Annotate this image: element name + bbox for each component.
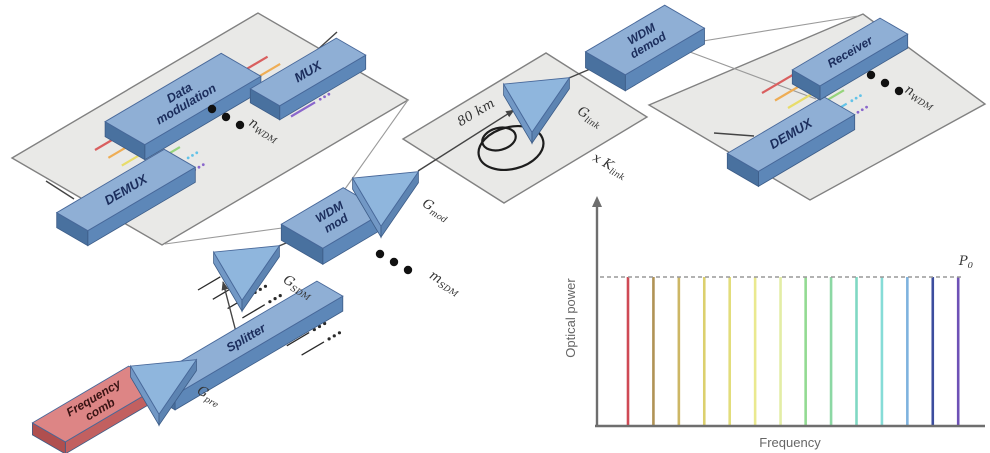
y-axis-label: Optical power [563, 278, 578, 358]
splitter-output-dot [327, 337, 331, 341]
receiver-block-top-face [791, 17, 909, 87]
wdm-channel-line [290, 101, 316, 118]
wdm-ellipsis-dot [318, 97, 322, 101]
wdm-ellipsis-dot [860, 108, 864, 112]
wdm-ellipsis-dot [854, 96, 858, 100]
demux-right-block: DEMUX [726, 96, 856, 188]
splitter-output-line [197, 276, 221, 291]
wdm-ellipsis-dot [191, 153, 194, 157]
amplifier-gmod-top-face [351, 171, 420, 228]
amplifier-glink [502, 76, 571, 145]
zoom-line [689, 51, 817, 100]
ellipsis-dot [235, 120, 245, 130]
gmod-label: Gmod [418, 196, 452, 226]
device-blocks: DEMUXDatamodulationMUXSplitterWDMmodWDMd… [31, 4, 909, 453]
demux-left-block-top-face [55, 148, 197, 232]
panel-to-demux-right-line [713, 132, 755, 137]
nwdm-left-dots [207, 104, 245, 130]
comb-lines [626, 277, 960, 425]
wdm-ellipsis-dot [865, 105, 868, 109]
splitter-output-dot [268, 300, 272, 304]
wdm-ellipsis-dot [323, 95, 326, 99]
ellipsis-dot [375, 249, 385, 259]
ellipsis-dot [403, 265, 413, 275]
fiber-coil-icon [477, 125, 545, 171]
wdm-ellipsis-dot [856, 110, 860, 114]
wdm-ellipsis-dot [859, 94, 862, 98]
msdm-label: mSDM [425, 268, 463, 300]
ellipsis-dots [207, 70, 904, 275]
amplifier-gsdm [212, 244, 281, 313]
nwdm-right-dots [866, 70, 904, 96]
splitter-output-dot [332, 334, 336, 338]
splitter-output-dot [278, 293, 282, 298]
y-axis-arrowhead [592, 196, 602, 207]
demux-left-block: DEMUX [55, 148, 197, 247]
splitter-output-dot [273, 297, 277, 301]
splitter-output-dot [337, 331, 342, 335]
zoom-line [344, 99, 409, 190]
wdm-ellipsis-dot [195, 151, 199, 155]
splitter-output-line [286, 332, 310, 347]
mux-block: MUX [249, 37, 367, 121]
data-modulation-block-top-face [104, 52, 262, 146]
zoom-line [164, 227, 283, 245]
wdm-ellipsis-dot [201, 163, 205, 167]
amplifier-gsdm-top-face [212, 245, 281, 302]
wdm-demod-block-top-face [584, 4, 706, 76]
amplifier-glink-top-face [502, 77, 571, 134]
ellipsis-dot [866, 70, 876, 80]
ellipsis-dot [221, 112, 231, 122]
panel-to-demux-left-line [45, 180, 75, 200]
wdm-ellipsis-dot [197, 165, 201, 169]
splitter-output-line [242, 304, 266, 319]
gmod-to-glink-fiber-line [417, 109, 515, 172]
wdm-ellipsis-dot [850, 99, 854, 103]
msdm-dots [375, 249, 413, 275]
amplifier-gmod [351, 170, 420, 239]
amplifier-gpre-top-face [129, 359, 198, 416]
ellipsis-dot [389, 257, 399, 267]
wdm-ellipsis-dot [186, 156, 190, 160]
wdm-ellipsis-dot [327, 92, 331, 96]
x-axis-label: Frequency [759, 435, 821, 450]
mux-block-top-face [249, 37, 367, 107]
klink-label: x Klink [589, 150, 630, 183]
p0-label: P0 [958, 254, 974, 271]
ellipsis-dot [894, 86, 904, 96]
spectrum-chart: Optical power Frequency P0 [563, 196, 985, 450]
splitter-output-line [301, 341, 325, 356]
splitter-output-dot [258, 287, 262, 291]
ellipsis-dot [880, 78, 890, 88]
ellipsis-dot [207, 104, 217, 114]
demux-right-block-top-face [726, 96, 856, 172]
splitter-output-dot [263, 284, 268, 288]
amplifier-gpre [129, 358, 198, 427]
